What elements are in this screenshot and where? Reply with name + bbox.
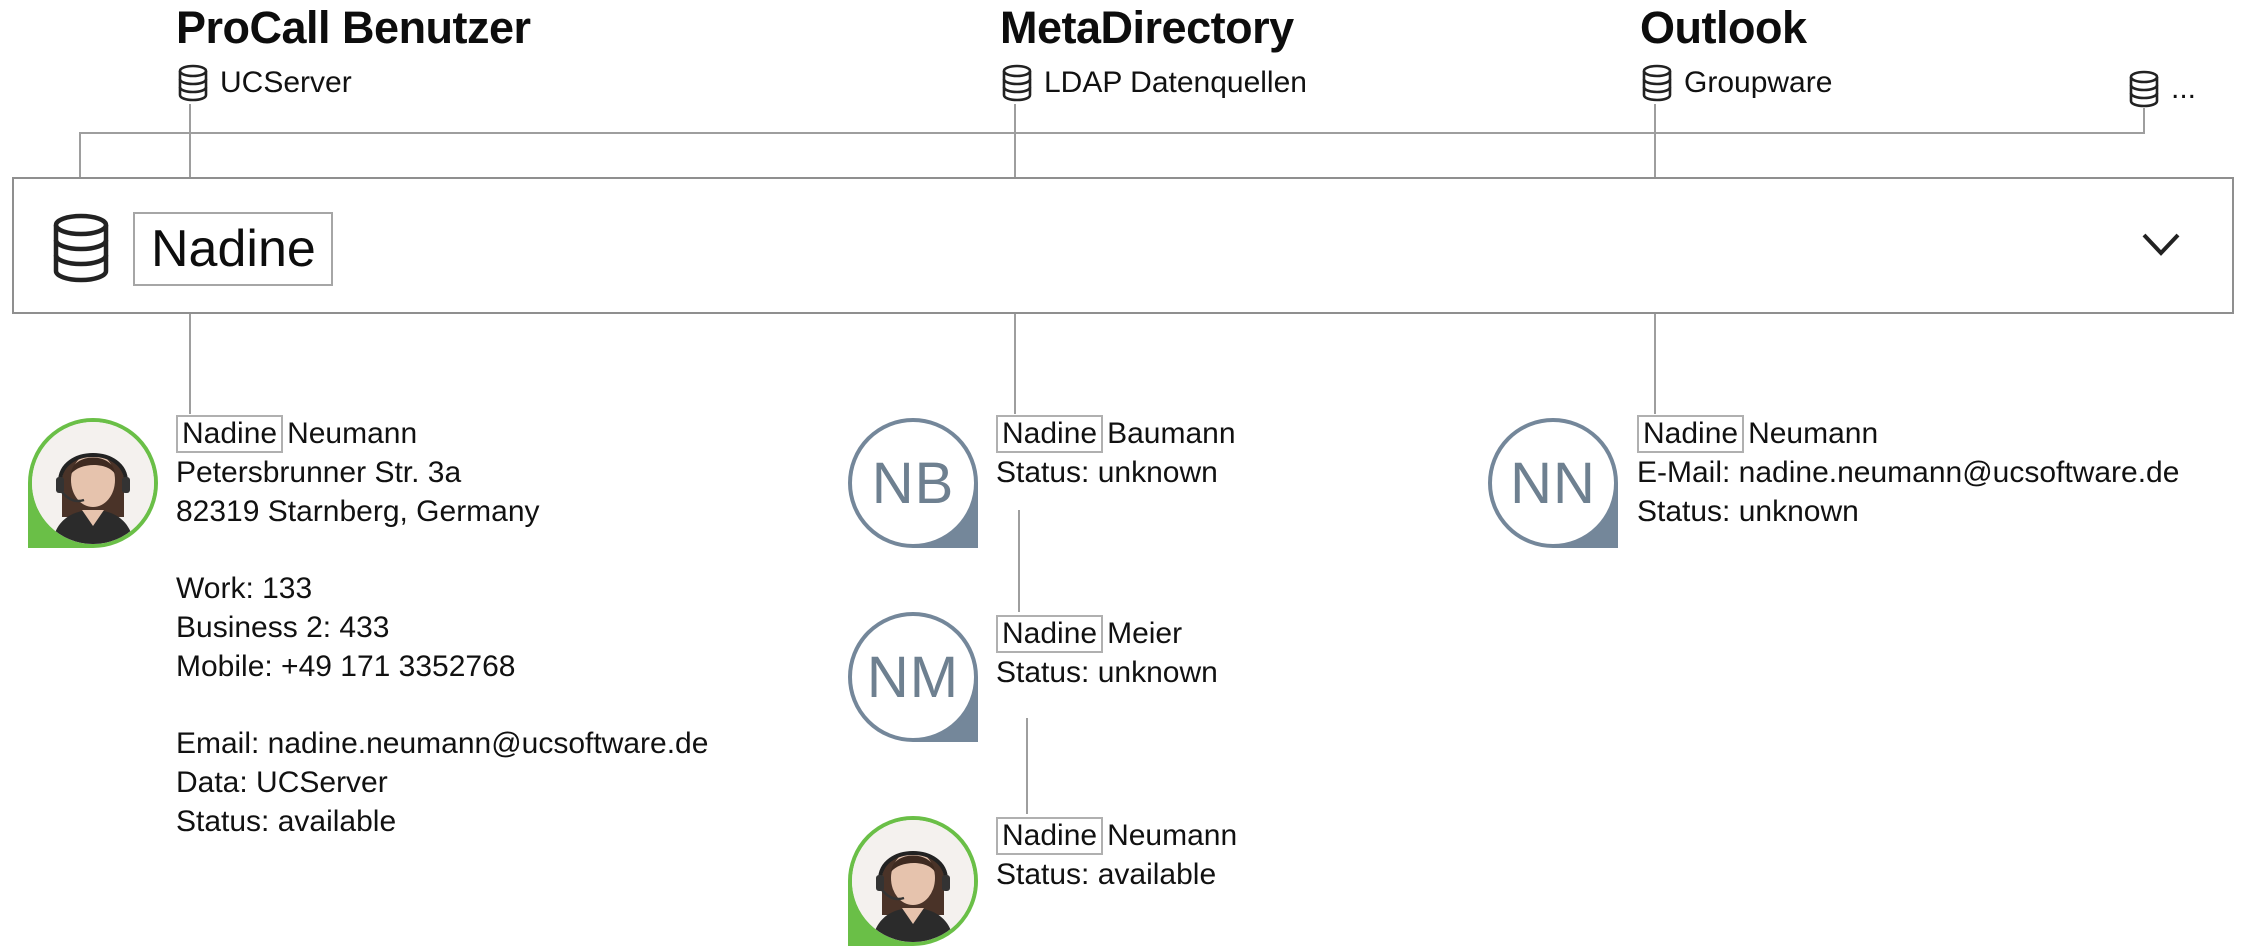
connector-line bbox=[1014, 104, 1016, 178]
contact-name: Neumann bbox=[1107, 819, 1238, 852]
database-icon bbox=[1002, 64, 1032, 102]
search-match: Nadine bbox=[996, 415, 1104, 453]
avatar: NB bbox=[848, 418, 978, 548]
avatar-initials: NM bbox=[848, 612, 978, 742]
contact-name: Meier bbox=[1107, 617, 1183, 650]
search-match: Nadine bbox=[176, 415, 284, 453]
person-photo-icon bbox=[32, 422, 154, 544]
source-subtitle-metadirectory: LDAP Datenquellen bbox=[1000, 64, 1307, 102]
email-line: E-Mail: nadine.neumann@ucsoftware.de bbox=[1637, 456, 2180, 489]
avatar-initials: NN bbox=[1488, 418, 1618, 548]
connector-line bbox=[189, 104, 191, 178]
connector-line bbox=[1654, 104, 1656, 178]
contact-name: Neumann bbox=[1748, 417, 1879, 450]
source-title-outlook: Outlook bbox=[1640, 2, 1807, 53]
source-subtitle-label: Groupware bbox=[1684, 66, 1833, 99]
source-subtitle-procall: UCServer bbox=[176, 64, 352, 102]
avatar bbox=[848, 816, 978, 946]
search-match: Nadine bbox=[1637, 415, 1745, 453]
phone-work: Work: 133 bbox=[176, 572, 313, 605]
database-icon bbox=[178, 64, 208, 102]
phone-mobile: Mobile: +49 171 3352768 bbox=[176, 650, 516, 683]
avatar-initials: NB bbox=[848, 418, 978, 548]
search-bar bbox=[12, 177, 2234, 314]
source-more-label: ... bbox=[2171, 72, 2197, 105]
search-match: Nadine bbox=[996, 817, 1104, 855]
source-more: ... bbox=[2127, 70, 2196, 108]
source-title-metadirectory: MetaDirectory bbox=[1000, 2, 1294, 53]
connector-line bbox=[189, 314, 191, 414]
address-line: 82319 Starnberg, Germany bbox=[176, 495, 540, 528]
status-line: Status: unknown bbox=[996, 456, 1218, 489]
status-line: Status: unknown bbox=[1637, 495, 1859, 528]
data-source-line: Data: UCServer bbox=[176, 766, 388, 799]
database-icon bbox=[2129, 70, 2159, 108]
source-title-procall: ProCall Benutzer bbox=[176, 2, 531, 53]
avatar bbox=[28, 418, 158, 548]
database-icon bbox=[1642, 64, 1672, 102]
search-input[interactable] bbox=[133, 212, 333, 286]
connector-line bbox=[1014, 314, 1016, 414]
source-subtitle-label: LDAP Datenquellen bbox=[1044, 66, 1307, 99]
avatar: NN bbox=[1488, 418, 1618, 548]
source-subtitle-label: UCServer bbox=[220, 66, 352, 99]
email-line: Email: nadine.neumann@ucsoftware.de bbox=[176, 727, 709, 760]
status-line: Status: available bbox=[176, 805, 397, 838]
connector-line bbox=[79, 132, 2145, 134]
avatar: NM bbox=[848, 612, 978, 742]
connector-line bbox=[1654, 314, 1656, 414]
person-photo-icon bbox=[852, 820, 974, 942]
search-match: Nadine bbox=[996, 615, 1104, 653]
phone-business2: Business 2: 433 bbox=[176, 611, 390, 644]
contact-name: Neumann bbox=[287, 417, 418, 450]
connector-line bbox=[79, 132, 81, 178]
source-subtitle-outlook: Groupware bbox=[1640, 64, 1832, 102]
connector-line bbox=[2143, 108, 2145, 134]
status-line: Status: available bbox=[996, 858, 1217, 891]
contact-name: Baumann bbox=[1107, 417, 1236, 450]
status-line: Status: unknown bbox=[996, 656, 1218, 689]
connector-line bbox=[1026, 718, 1028, 814]
database-icon bbox=[53, 213, 109, 283]
address-line: Petersbrunner Str. 3a bbox=[176, 456, 462, 489]
connector-line bbox=[1018, 510, 1020, 612]
chevron-down-icon[interactable] bbox=[2140, 229, 2182, 261]
